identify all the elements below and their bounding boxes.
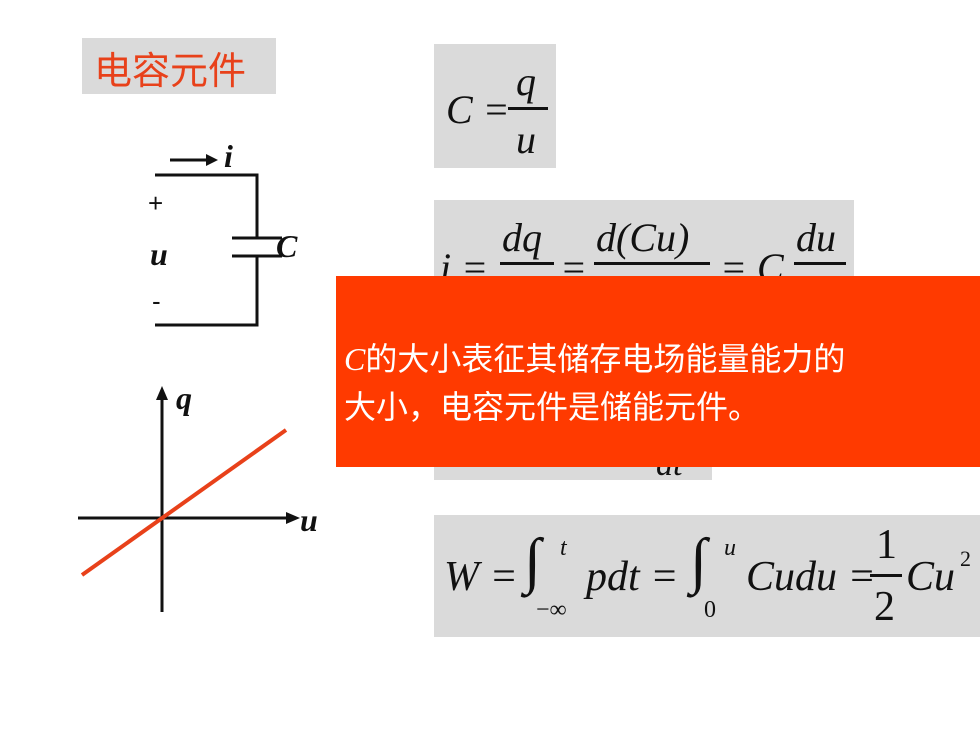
formula-current-num1: dq [502, 215, 542, 260]
title-box [82, 38, 276, 94]
formula-current-bar2 [594, 262, 710, 265]
formula-energy-denominator: 2 [874, 584, 895, 630]
characteristic-line [80, 428, 288, 577]
current-arrow-head [206, 154, 218, 166]
capacitor-label: C [276, 228, 298, 264]
formula-capacitance-lhs: C = [446, 87, 510, 132]
formula-current-box [434, 200, 854, 280]
integral-2-lower: 0 [704, 597, 716, 623]
formula-energy-numerator: 1 [876, 522, 897, 568]
callout-line-2: 大小，电容元件是储能元件。 [344, 388, 761, 426]
callout-line-1-text: 的大小表征其储存电场能量能力的 [365, 340, 846, 378]
integral-1-lower: −∞ [536, 597, 567, 623]
voltage-label: u [150, 236, 168, 272]
formula-energy-superscript: 2 [960, 546, 971, 571]
callout-line-1: C的大小表征其储存电场能量能力的 [344, 334, 845, 380]
formula-capacitance-denominator: u [516, 117, 536, 162]
formula-current-bar1 [500, 262, 554, 265]
formula-energy-body1: pdt = [586, 554, 679, 600]
u-axis-label: u [300, 502, 318, 538]
formula-current-num2: d(Cu) [596, 215, 690, 260]
formula-capacitance-box [434, 44, 556, 168]
page-title: 电容元件 [94, 49, 247, 93]
callout-box [336, 276, 980, 467]
integral-1-upper: t [560, 535, 567, 561]
callout-italic-c: C [344, 341, 366, 377]
q-axis-label: q [176, 380, 192, 416]
formula-energy-body2: Cudu = [746, 554, 876, 600]
formula-capacitance-numerator: q [516, 59, 536, 104]
formula-current-num3: du [796, 215, 836, 260]
formula-capacitance-fraction-bar [508, 107, 548, 110]
minus-sign: - [152, 286, 161, 316]
current-label: i [224, 138, 233, 174]
u-axis-arrow [286, 512, 300, 524]
q-axis-arrow [156, 386, 168, 400]
integral-sign-2: ∫ [690, 527, 707, 595]
formula-energy-body3: Cu [906, 554, 956, 600]
formula-energy-lhs: W = [444, 554, 518, 600]
integral-sign-1: ∫ [524, 527, 541, 595]
formula-energy-fraction-bar [870, 574, 902, 577]
integral-2-upper: u [724, 535, 736, 561]
formula-current-bar3 [794, 262, 846, 265]
plus-sign: + [148, 188, 164, 218]
